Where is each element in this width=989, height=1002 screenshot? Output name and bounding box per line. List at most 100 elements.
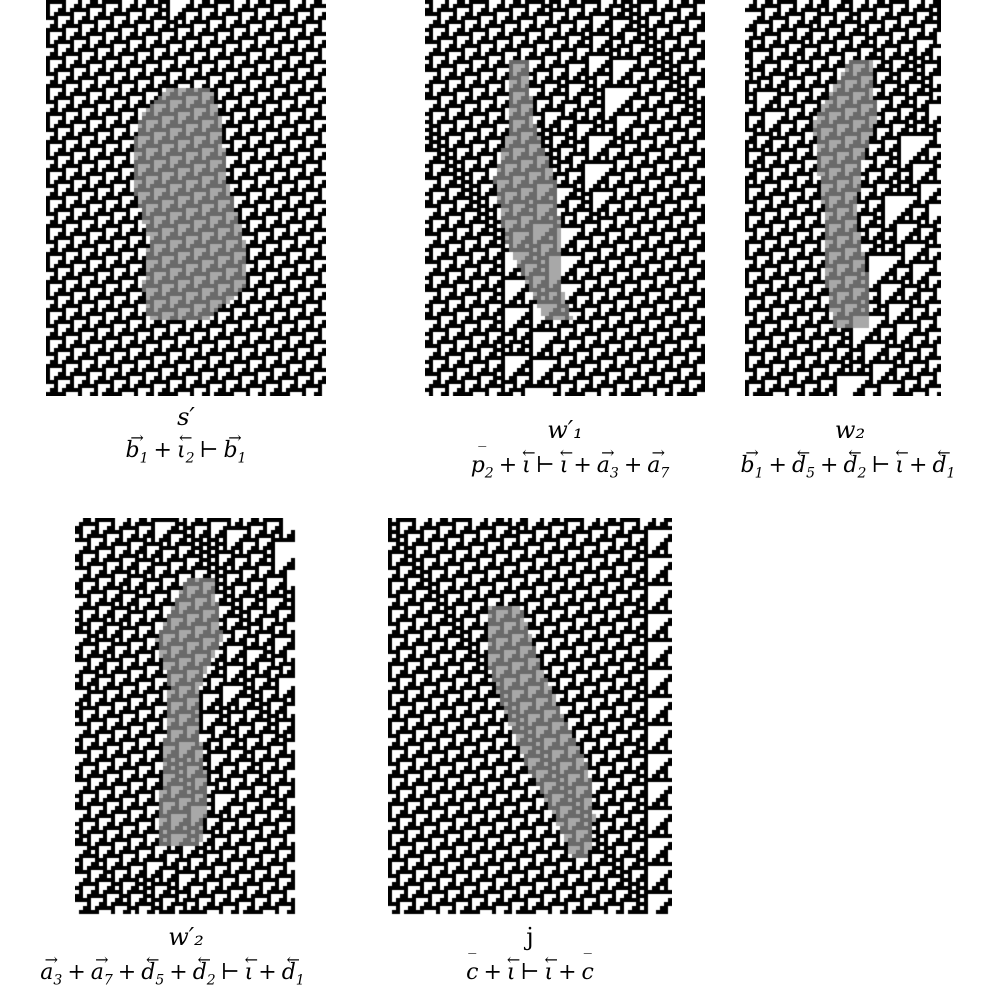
collision-label-w1-prime: w′₁ [547, 416, 583, 444]
particle-index: 1 [139, 450, 149, 467]
direction-arrow-icon: ← [522, 443, 536, 462]
particle-index: 2 [185, 450, 195, 467]
rule-particle: →b1 [223, 428, 247, 467]
rule-operator: + [909, 453, 928, 478]
rule-particle: ←d2 [843, 445, 867, 482]
collision-rule-w2-prime: →a3+→a7+←d5+←d2⊢←ι+←d1 [0, 950, 345, 989]
rule-particle: ←d5 [141, 950, 165, 989]
rule-particle: →b1 [740, 443, 764, 481]
particle-index: 1 [295, 972, 305, 989]
particle-symbol: ι [544, 960, 554, 985]
direction-arrow-icon: ← [286, 950, 300, 969]
particle-symbol: a [647, 453, 661, 478]
direction-arrow-icon: → [651, 443, 665, 462]
rule-particle: ←ι2 [176, 428, 195, 467]
ca-spacetime-diagram-w2-prime [75, 518, 298, 916]
rule-operator: + [169, 960, 188, 985]
particle-symbol: d [281, 960, 296, 985]
particle-symbol: d [843, 453, 858, 478]
rule-particle: ‾p2 [470, 443, 494, 482]
particle-symbol: d [932, 453, 947, 478]
particle-symbol: d [141, 960, 156, 985]
particle-index: 2 [206, 972, 216, 989]
direction-arrow-icon: ← [937, 443, 951, 462]
particle-symbol: ι [176, 438, 186, 463]
direction-arrow-icon: ← [197, 950, 211, 969]
particle-symbol: b [740, 453, 755, 478]
rule-operator: + [117, 960, 137, 985]
particle-index: 2 [484, 465, 494, 482]
particle-symbol: ι [506, 960, 516, 985]
rule-particle: ←d1 [281, 950, 305, 989]
particle-index: 3 [609, 465, 619, 482]
rule-operator: ⊢ [871, 453, 891, 478]
collision-label-s-prime: s′ [177, 403, 195, 431]
particle-index: 1 [946, 465, 956, 482]
rule-particle: →b1 [125, 430, 149, 467]
collision-rule-j: ‾c+←ι⊢←ι+‾c [410, 952, 650, 984]
particle-symbol: b [223, 438, 238, 463]
rule-operator: + [258, 960, 277, 985]
particle-symbol: ι [895, 453, 905, 478]
rule-particle: →a3 [596, 445, 619, 482]
rule-operator: + [498, 453, 518, 478]
direction-arrow-icon: ‾ [583, 950, 592, 969]
direction-arrow-icon: ← [895, 443, 909, 462]
direction-arrow-icon: → [745, 443, 759, 462]
particle-index: 1 [237, 450, 247, 467]
direction-arrow-icon: ← [544, 950, 558, 969]
direction-arrow-icon: ← [796, 443, 811, 462]
rule-particle: ←ι [559, 443, 574, 478]
rule-particle: ←ι [245, 952, 258, 984]
direction-arrow-icon: ← [179, 428, 193, 447]
rule-particle: ←d2 [193, 950, 216, 989]
particle-symbol: p [470, 453, 485, 478]
particle-symbol: c [466, 960, 479, 985]
rule-particle: →a7 [90, 950, 113, 988]
rule-operator: + [153, 438, 172, 463]
rule-operator: + [623, 453, 643, 478]
particle-symbol: b [125, 438, 140, 463]
direction-arrow-icon: → [228, 428, 242, 447]
direction-arrow-icon: → [95, 950, 109, 969]
collision-rule-w1-prime: ‾p2+←ι⊢←ι+→a3+→a7 [440, 443, 700, 482]
ca-spacetime-diagram-w2 [745, 0, 941, 396]
particle-symbol: a [90, 960, 104, 985]
rule-particle: →a3 [40, 950, 63, 989]
particle-symbol: a [596, 453, 610, 478]
particle-index: 5 [155, 972, 165, 989]
particle-index: 2 [857, 465, 867, 482]
rule-operator: + [573, 453, 592, 478]
direction-arrow-icon: ← [146, 950, 160, 969]
direction-arrow-icon: ‾ [478, 443, 487, 462]
rule-particle: ←ι [895, 443, 909, 478]
ca-spacetime-diagram-w1-prime [425, 0, 705, 396]
direction-arrow-icon: ← [559, 443, 574, 462]
rule-operator: + [67, 960, 86, 985]
ca-spacetime-diagram-j [388, 518, 672, 916]
particle-symbol: c [581, 960, 594, 985]
ca-spacetime-diagram-s-prime [46, 0, 326, 396]
direction-arrow-icon: ← [506, 950, 521, 969]
particle-index: 7 [660, 465, 670, 482]
particle-symbol: ι [559, 453, 569, 478]
particle-symbol: a [40, 960, 54, 985]
direction-arrow-icon: ‾ [468, 950, 477, 969]
particle-index: 3 [53, 972, 63, 989]
collision-label-w2-prime: w′₂ [168, 923, 204, 951]
collision-label-j: j [526, 923, 534, 951]
rule-operator: + [558, 960, 577, 985]
rule-operator: + [820, 453, 839, 478]
rule-operator: ⊢ [220, 960, 240, 985]
rule-particle: ←ι [544, 950, 558, 985]
particle-index: 5 [806, 465, 815, 482]
collision-rule-s-prime: →b1+←ι2⊢→b1 [86, 428, 286, 467]
rule-particle: ‾c [582, 952, 594, 984]
particle-symbol: d [791, 453, 807, 478]
rule-particle: ←ι [522, 443, 536, 478]
particle-symbol: ι [522, 453, 531, 478]
rule-particle: ‾c [466, 952, 478, 984]
rule-particle: ←d5 [791, 443, 815, 482]
rule-operator: ⊢ [520, 960, 540, 985]
direction-arrow-icon: → [44, 950, 58, 969]
